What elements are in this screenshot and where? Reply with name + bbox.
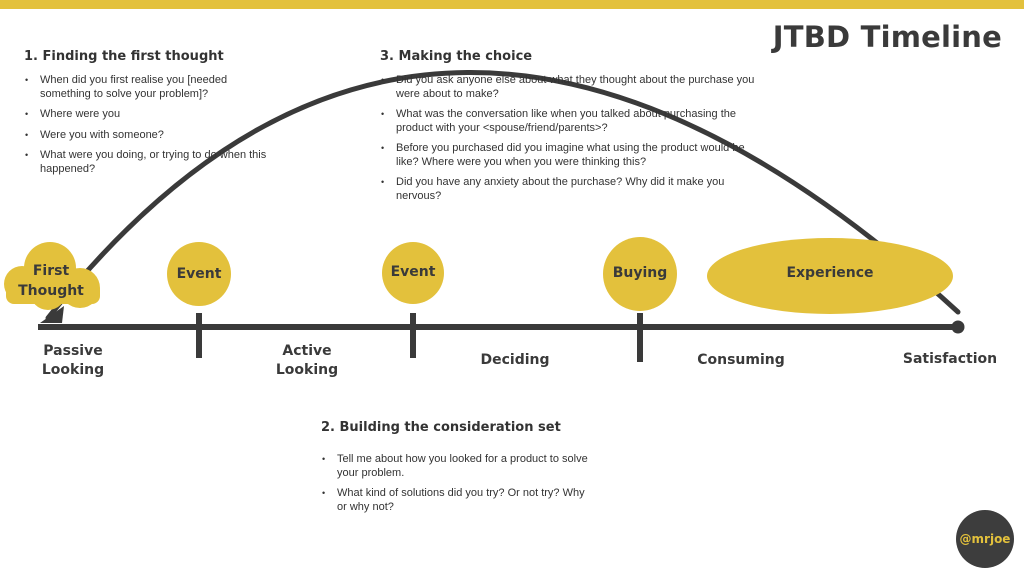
event-1-circle	[167, 242, 231, 306]
journey-arc	[45, 70, 961, 321]
question-item: Tell me about how you looked for a produ…	[321, 453, 596, 480]
stage-consuming: Consuming	[697, 352, 785, 368]
stage-active-looking: Active Looking	[275, 343, 339, 378]
section-heading: 1. Finding the first thought	[24, 49, 224, 64]
node-buying-label: Buying	[612, 265, 668, 281]
tick-buying	[637, 313, 643, 362]
stage-deciding: Deciding	[480, 352, 550, 368]
question-item: Before you purchased did you imagine wha…	[380, 142, 760, 169]
author-badge: @mrjoe	[956, 510, 1014, 568]
node-first-thought-label: First Thought	[18, 263, 84, 299]
tick-event-2	[410, 313, 416, 358]
stage-satisfaction: Satisfaction	[902, 351, 998, 367]
experience-ellipse	[707, 238, 953, 314]
question-list: When did you first realise you [needed s…	[24, 74, 279, 176]
question-item: Where were you	[24, 108, 279, 122]
stage-passive-looking: Passive Looking	[41, 343, 105, 378]
event-2-circle	[382, 242, 444, 304]
top-accent-bar	[0, 0, 1024, 9]
question-list: Tell me about how you looked for a produ…	[321, 453, 596, 514]
question-item: Were you with someone?	[24, 129, 279, 143]
node-experience-label: Experience	[786, 265, 874, 281]
section-making-choice: 3. Making the choice Did you ask anyone …	[380, 49, 760, 210]
node-event-1-label: Event	[176, 266, 222, 282]
question-list: Did you ask anyone else about what they …	[380, 74, 760, 203]
page-title: JTBD Timeline	[772, 20, 1002, 54]
timeline-end-dot	[951, 320, 965, 334]
question-item: Did you ask anyone else about what they …	[380, 74, 760, 101]
question-item: What was the conversation like when you …	[380, 108, 760, 135]
question-item: When did you first realise you [needed s…	[24, 74, 279, 101]
section-heading: 3. Making the choice	[380, 49, 533, 64]
buying-circle	[603, 237, 677, 311]
author-handle: @mrjoe	[959, 532, 1011, 546]
first-thought-cloud	[4, 242, 100, 310]
question-item: What were you doing, or trying to do whe…	[24, 149, 279, 176]
section-finding-first-thought: 1. Finding the first thought When did yo…	[24, 49, 279, 183]
section-building-consideration-set: 2. Building the consideration set Tell m…	[321, 420, 596, 521]
section-heading: 2. Building the consideration set	[321, 420, 561, 435]
node-event-2-label: Event	[390, 264, 436, 280]
question-item: What kind of solutions did you try? Or n…	[321, 487, 596, 514]
tick-event-1	[196, 313, 202, 358]
timeline-start-arrow	[40, 306, 64, 323]
question-item: Did you have any anxiety about the purch…	[380, 176, 760, 203]
